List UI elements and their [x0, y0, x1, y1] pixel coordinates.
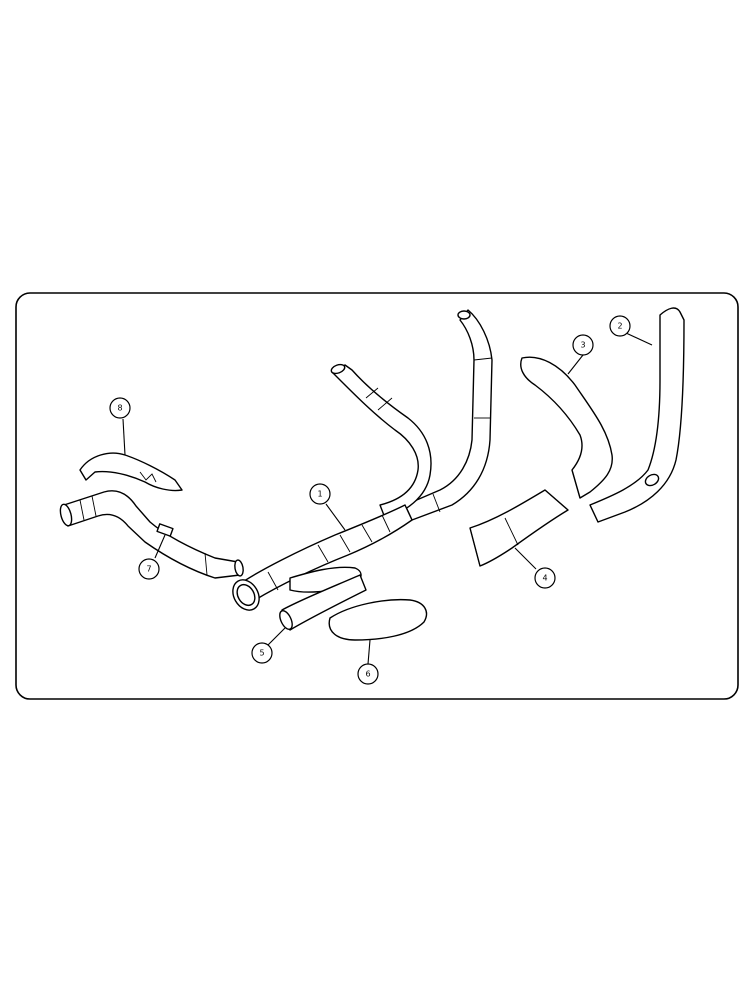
heat-shield-front-upper	[79, 452, 183, 492]
callout-2: 2	[609, 315, 631, 337]
heat-shield-muffler	[328, 598, 428, 641]
callout-1: 1	[309, 483, 331, 505]
callout-4: 4	[534, 567, 556, 589]
callout-3: 3	[572, 334, 594, 356]
callout-8: 8	[109, 397, 131, 419]
leader-lines	[122, 332, 653, 665]
diagram-frame	[15, 292, 739, 700]
heat-shield-rear-upper	[520, 356, 613, 499]
callout-7: 7	[138, 558, 160, 580]
callout-4-label: 4	[542, 574, 547, 583]
callout-8-label: 8	[117, 404, 122, 413]
callout-3-label: 3	[580, 341, 585, 350]
front-header-pipe	[59, 490, 244, 579]
heat-shield-rear-long	[589, 307, 685, 523]
callout-6-label: 6	[365, 670, 370, 679]
callout-6: 6	[357, 663, 379, 685]
callout-7-label: 7	[146, 565, 151, 574]
heat-shield-crossover	[469, 489, 569, 567]
callout-5-label: 5	[259, 649, 264, 658]
callout-5: 5	[251, 642, 273, 664]
header-collector-assembly	[232, 309, 493, 611]
callout-1-label: 1	[317, 490, 322, 499]
heat-shield-lower-pipe	[279, 574, 367, 631]
callout-2-label: 2	[617, 322, 622, 331]
